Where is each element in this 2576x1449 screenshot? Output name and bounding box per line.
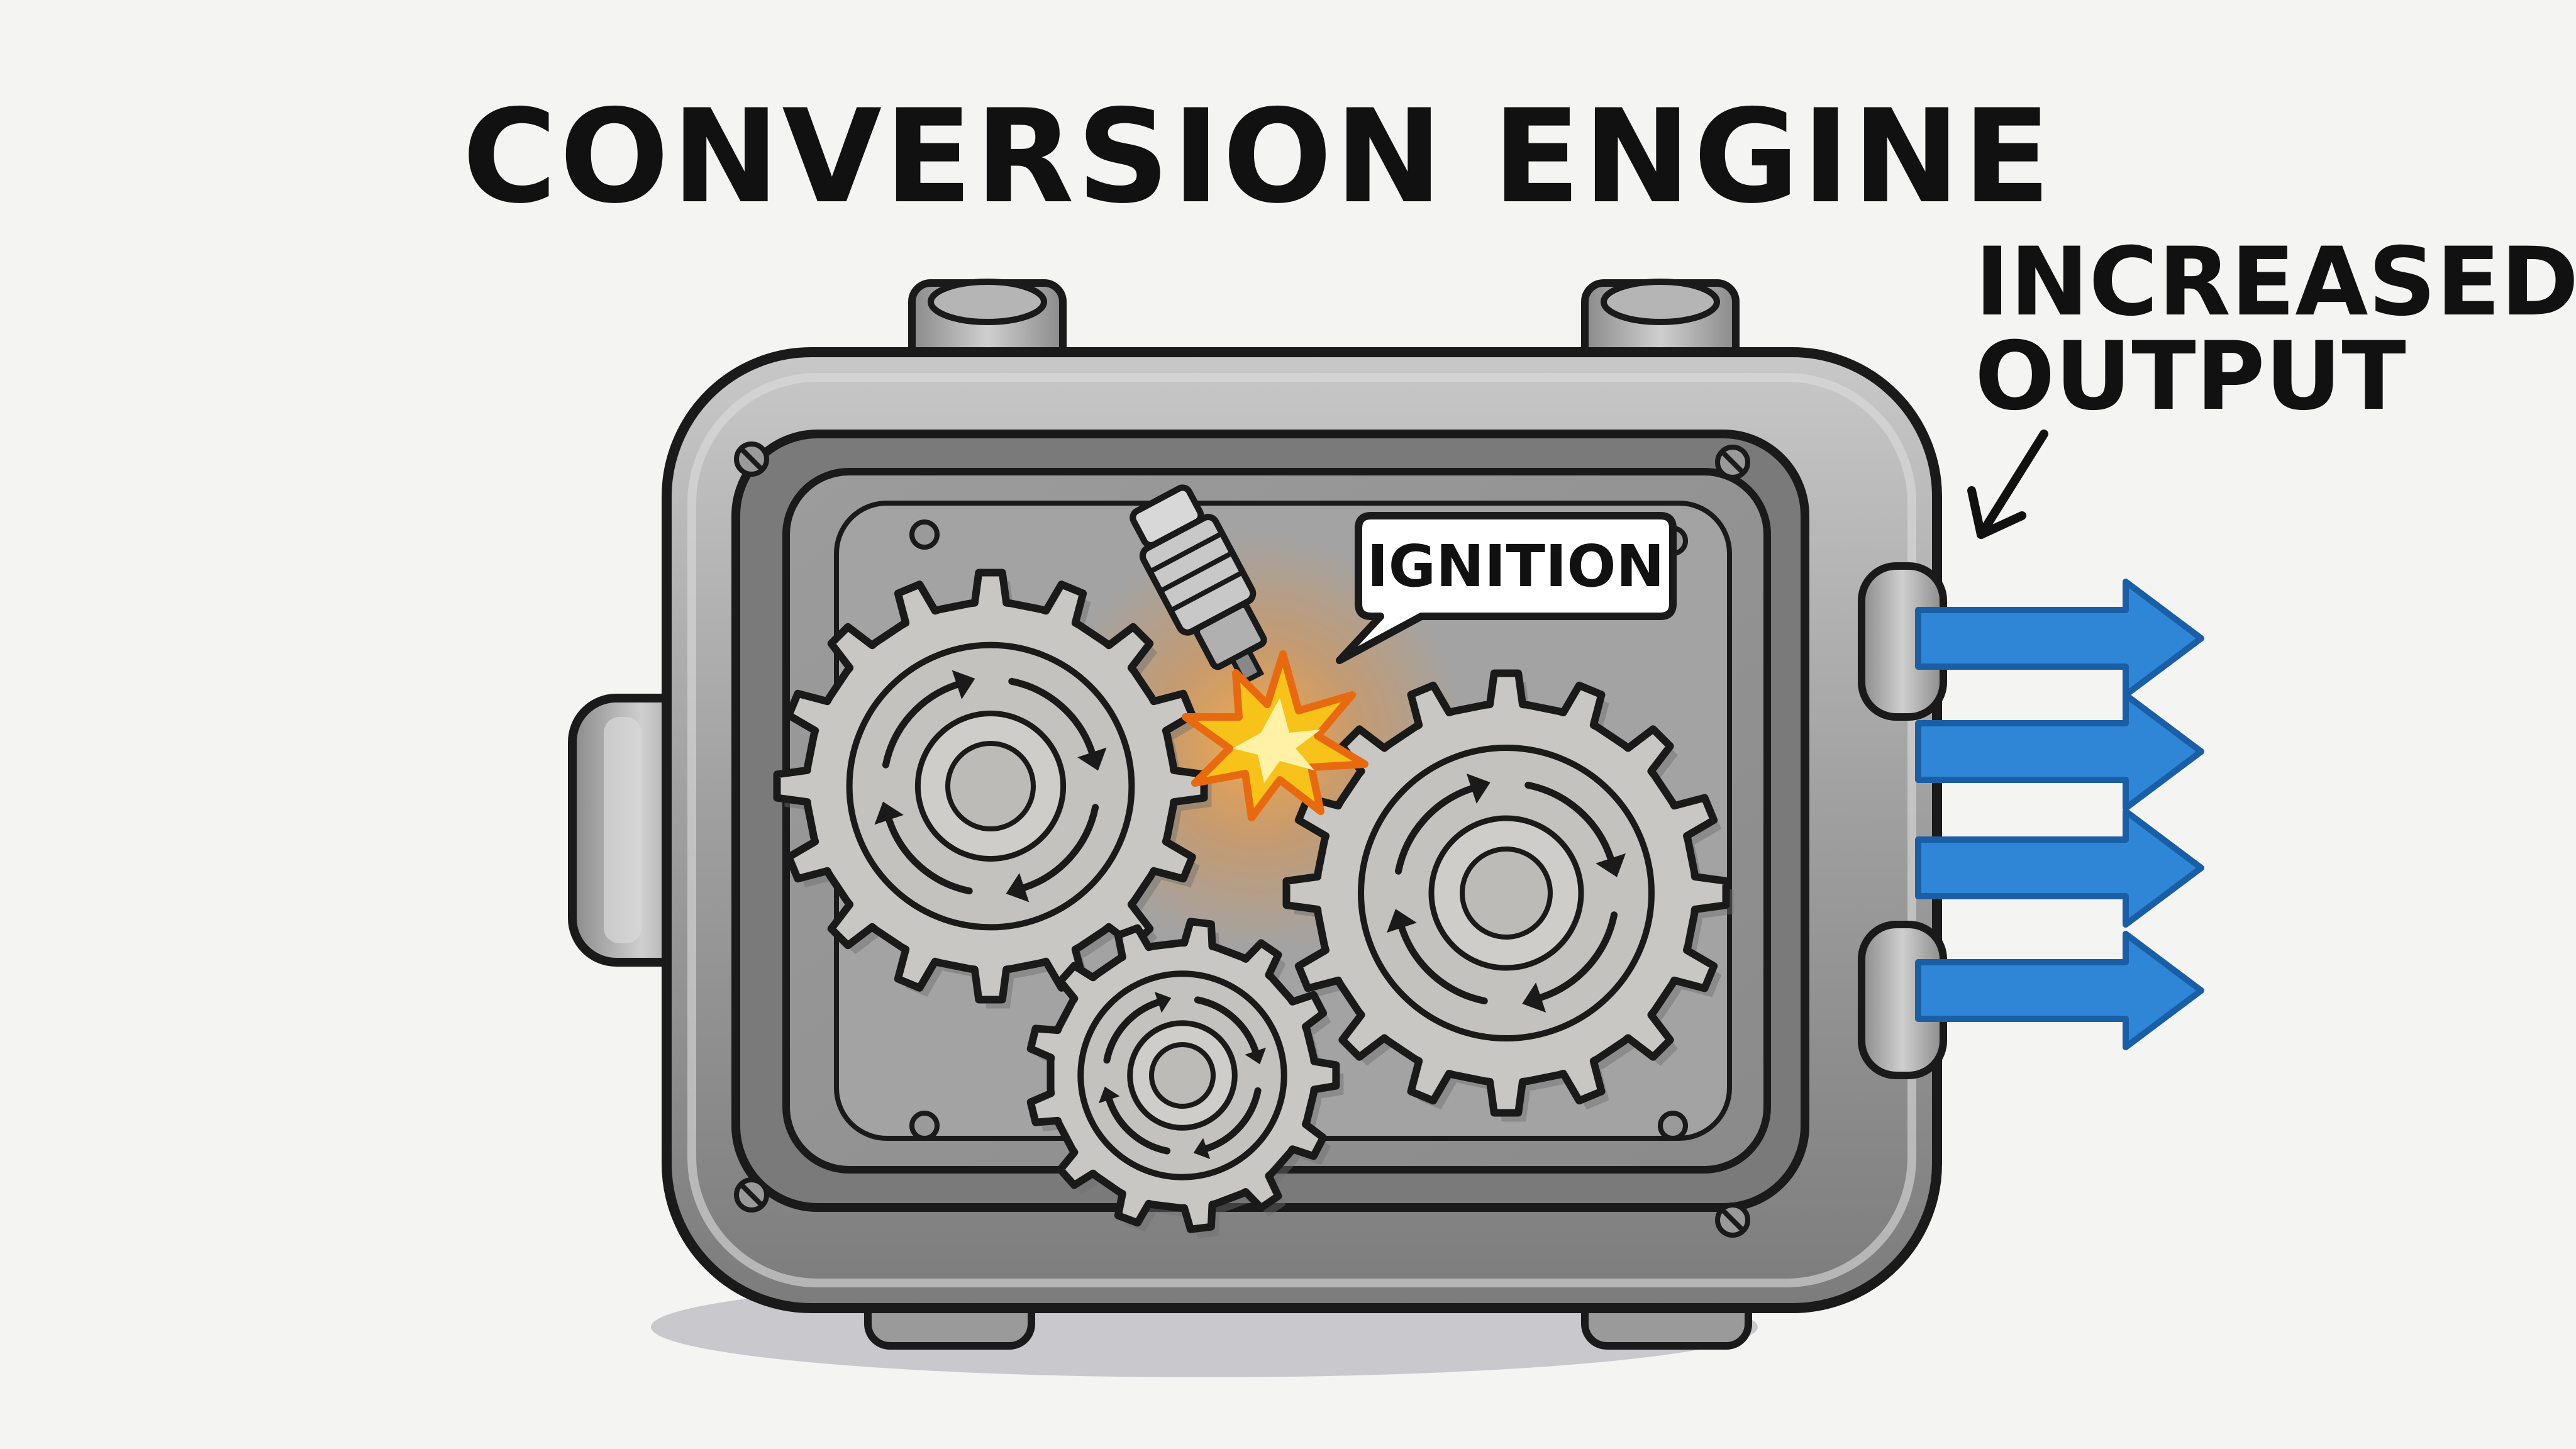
output-arrow-icon	[1915, 579, 2204, 698]
ignition-callout: IGNITION	[1336, 512, 1677, 664]
output-label-line2: OUTPUT	[1975, 322, 2406, 431]
output-arrow-icon	[1915, 931, 2204, 1050]
pointer-arrow-icon	[1967, 430, 2048, 539]
rotation-arrow-head	[1245, 1047, 1266, 1065]
rotation-arrow-head	[874, 801, 904, 825]
rotation-arrow-icon	[1524, 781, 1614, 862]
rotation-arrow-icon	[1394, 785, 1475, 875]
rotation-arrow-head	[952, 670, 975, 699]
gear-icon	[773, 569, 1212, 1009]
output-arrow-icon	[1915, 808, 2204, 928]
rotation-arrow-icon	[1203, 1087, 1262, 1152]
rotation-arrow-head	[1387, 909, 1417, 933]
rotation-arrow-icon	[1106, 1096, 1171, 1155]
page-title: CONVERSION ENGINE	[462, 82, 2053, 232]
case-screws	[734, 441, 1750, 1238]
rotation-arrow-icon	[882, 681, 960, 769]
spark-plug-icon	[1130, 484, 1267, 686]
rotation-arrow-head	[1099, 1086, 1120, 1104]
rotation-arrow-head	[1596, 853, 1626, 877]
rotation-arrow-icon	[1537, 911, 1618, 1001]
output-arrow-icon	[1915, 692, 2204, 811]
rotation-arrow-icon	[1021, 804, 1099, 891]
rotation-arrow-head	[1522, 982, 1546, 1013]
output-arrows	[1915, 579, 2204, 1050]
gear-icon	[1282, 669, 1734, 1122]
rotation-arrow-head	[1154, 992, 1172, 1013]
rotation-arrow-icon	[886, 816, 973, 895]
rotation-arrow-head	[1077, 747, 1107, 771]
rotation-arrow-icon	[1103, 999, 1162, 1064]
rotation-arrow-icon	[1194, 996, 1259, 1055]
ignition-label: IGNITION	[1367, 533, 1664, 600]
rotation-arrow-head	[1466, 774, 1491, 804]
rotation-arrow-head	[1006, 873, 1030, 902]
gear-icon	[1026, 918, 1344, 1238]
rotation-arrow-icon	[1008, 677, 1096, 756]
rotation-arrow-icon	[1398, 924, 1488, 1005]
rotation-arrow-head	[1193, 1138, 1211, 1159]
output-label-line1: INCREASED	[1975, 228, 2576, 337]
